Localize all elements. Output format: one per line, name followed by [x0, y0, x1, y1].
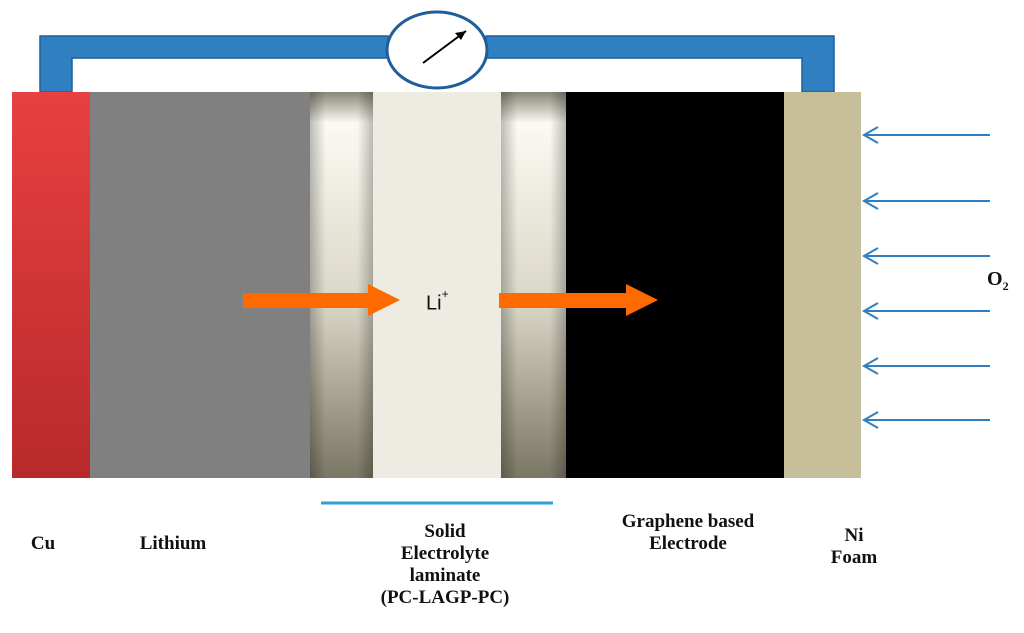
copper-current-collector — [12, 92, 90, 478]
nifoam-label-line2: Foam — [830, 547, 878, 568]
lithium-label: Lithium — [139, 533, 207, 554]
o2-base: O — [987, 268, 1003, 290]
ni-foam — [784, 92, 861, 478]
o2-arrow — [861, 247, 990, 265]
ion-arrow-right — [499, 284, 658, 316]
graphene-label-line1: Graphene based — [621, 511, 755, 532]
electrolyte-label-line2: Electrolyte — [400, 543, 490, 564]
cu-label: Cu — [30, 533, 56, 554]
graphene-label: Graphene based Electrode — [590, 511, 786, 555]
nifoam-label: Ni Foam — [814, 525, 894, 569]
lagp-layer — [373, 92, 501, 478]
li-ion-charge: + — [441, 287, 449, 301]
ammeter-gauge-icon — [385, 10, 489, 90]
electrolyte-label-line3: laminate — [409, 565, 481, 586]
o2-arrow — [861, 302, 990, 320]
li-ion-label: Li+ — [426, 287, 449, 316]
o2-arrow — [861, 126, 990, 144]
lithium-anode — [90, 92, 310, 478]
electrolyte-label-line4: (PC-LAGP-PC) — [380, 587, 510, 608]
o2-arrow — [861, 192, 990, 210]
electrolyte-label-line1: Solid — [424, 521, 466, 542]
ion-arrow-left — [243, 284, 400, 316]
nifoam-label-line1: Ni — [844, 525, 864, 546]
o2-arrow — [861, 357, 990, 375]
o2-arrow — [861, 411, 990, 429]
li-ion-base: Li — [426, 292, 442, 315]
graphene-electrode — [566, 92, 784, 478]
graphene-label-line2: Electrode — [649, 533, 727, 554]
o2-label: O2 — [987, 268, 1009, 294]
o2-subscript: 2 — [1002, 279, 1009, 293]
o2-arrows — [861, 126, 990, 429]
circuit-wire — [39, 35, 389, 93]
electrolyte-label: Solid Electrolyte laminate (PC-LAGP-PC) — [350, 521, 540, 609]
circuit-wire-right — [485, 35, 835, 93]
